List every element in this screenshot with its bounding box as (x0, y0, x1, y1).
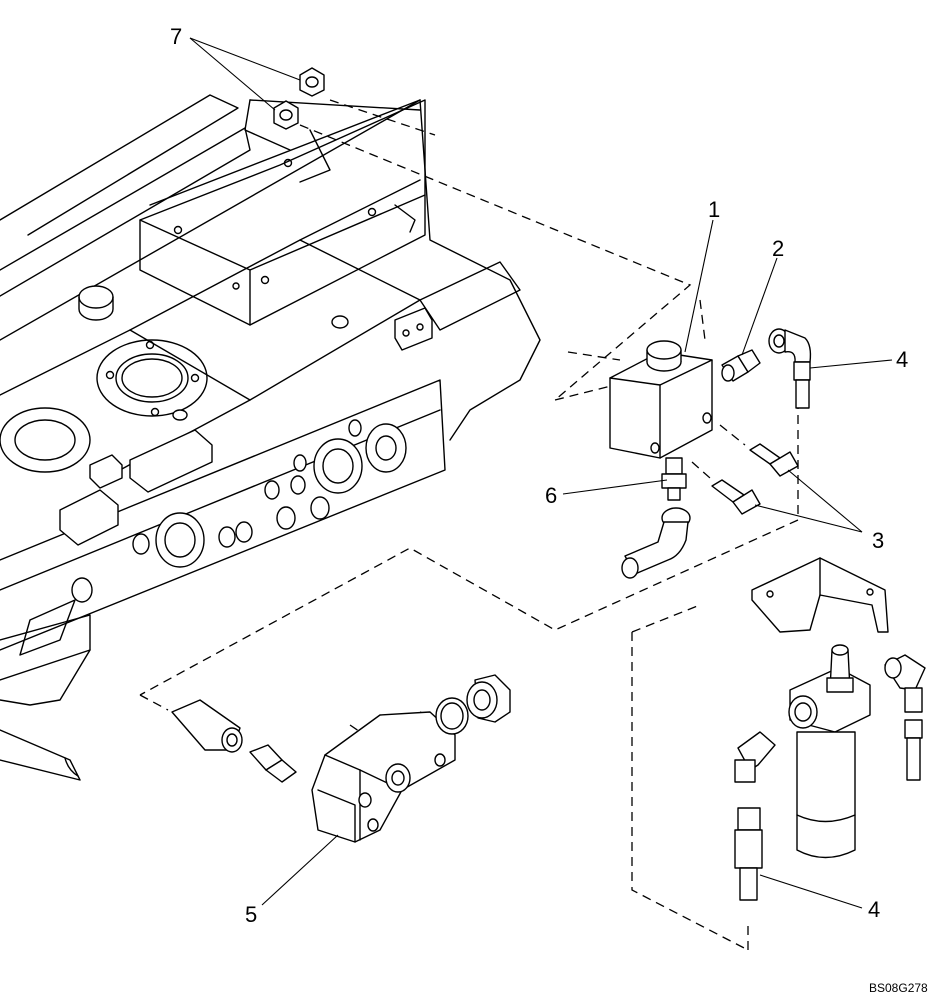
callout-2: 2 (772, 236, 784, 261)
fitting-6 (621, 457, 691, 579)
filter-assembly (734, 557, 926, 901)
nuts-7 (273, 67, 325, 130)
callout-5: 5 (245, 902, 257, 927)
assembly-guide-lines (139, 99, 799, 951)
callout-6: 6 (545, 483, 557, 508)
callout-4-bottom: 4 (868, 897, 880, 922)
callout-4-top: 4 (896, 347, 908, 372)
callout-7: 7 (170, 24, 182, 49)
valve-block (609, 340, 713, 459)
callout-labels: 1 2 4 3 6 7 5 4 BS08G278 (170, 24, 928, 995)
callout-1: 1 (708, 197, 720, 222)
elbow-hose-top (768, 328, 812, 409)
motor-assembly (171, 674, 511, 843)
callout-3: 3 (872, 528, 884, 553)
fitting-2 (721, 349, 761, 382)
leader-lines (189, 37, 893, 909)
drawing-reference: BS08G278 (869, 981, 928, 995)
bolts-3 (711, 443, 799, 515)
machine-frame (0, 94, 541, 781)
